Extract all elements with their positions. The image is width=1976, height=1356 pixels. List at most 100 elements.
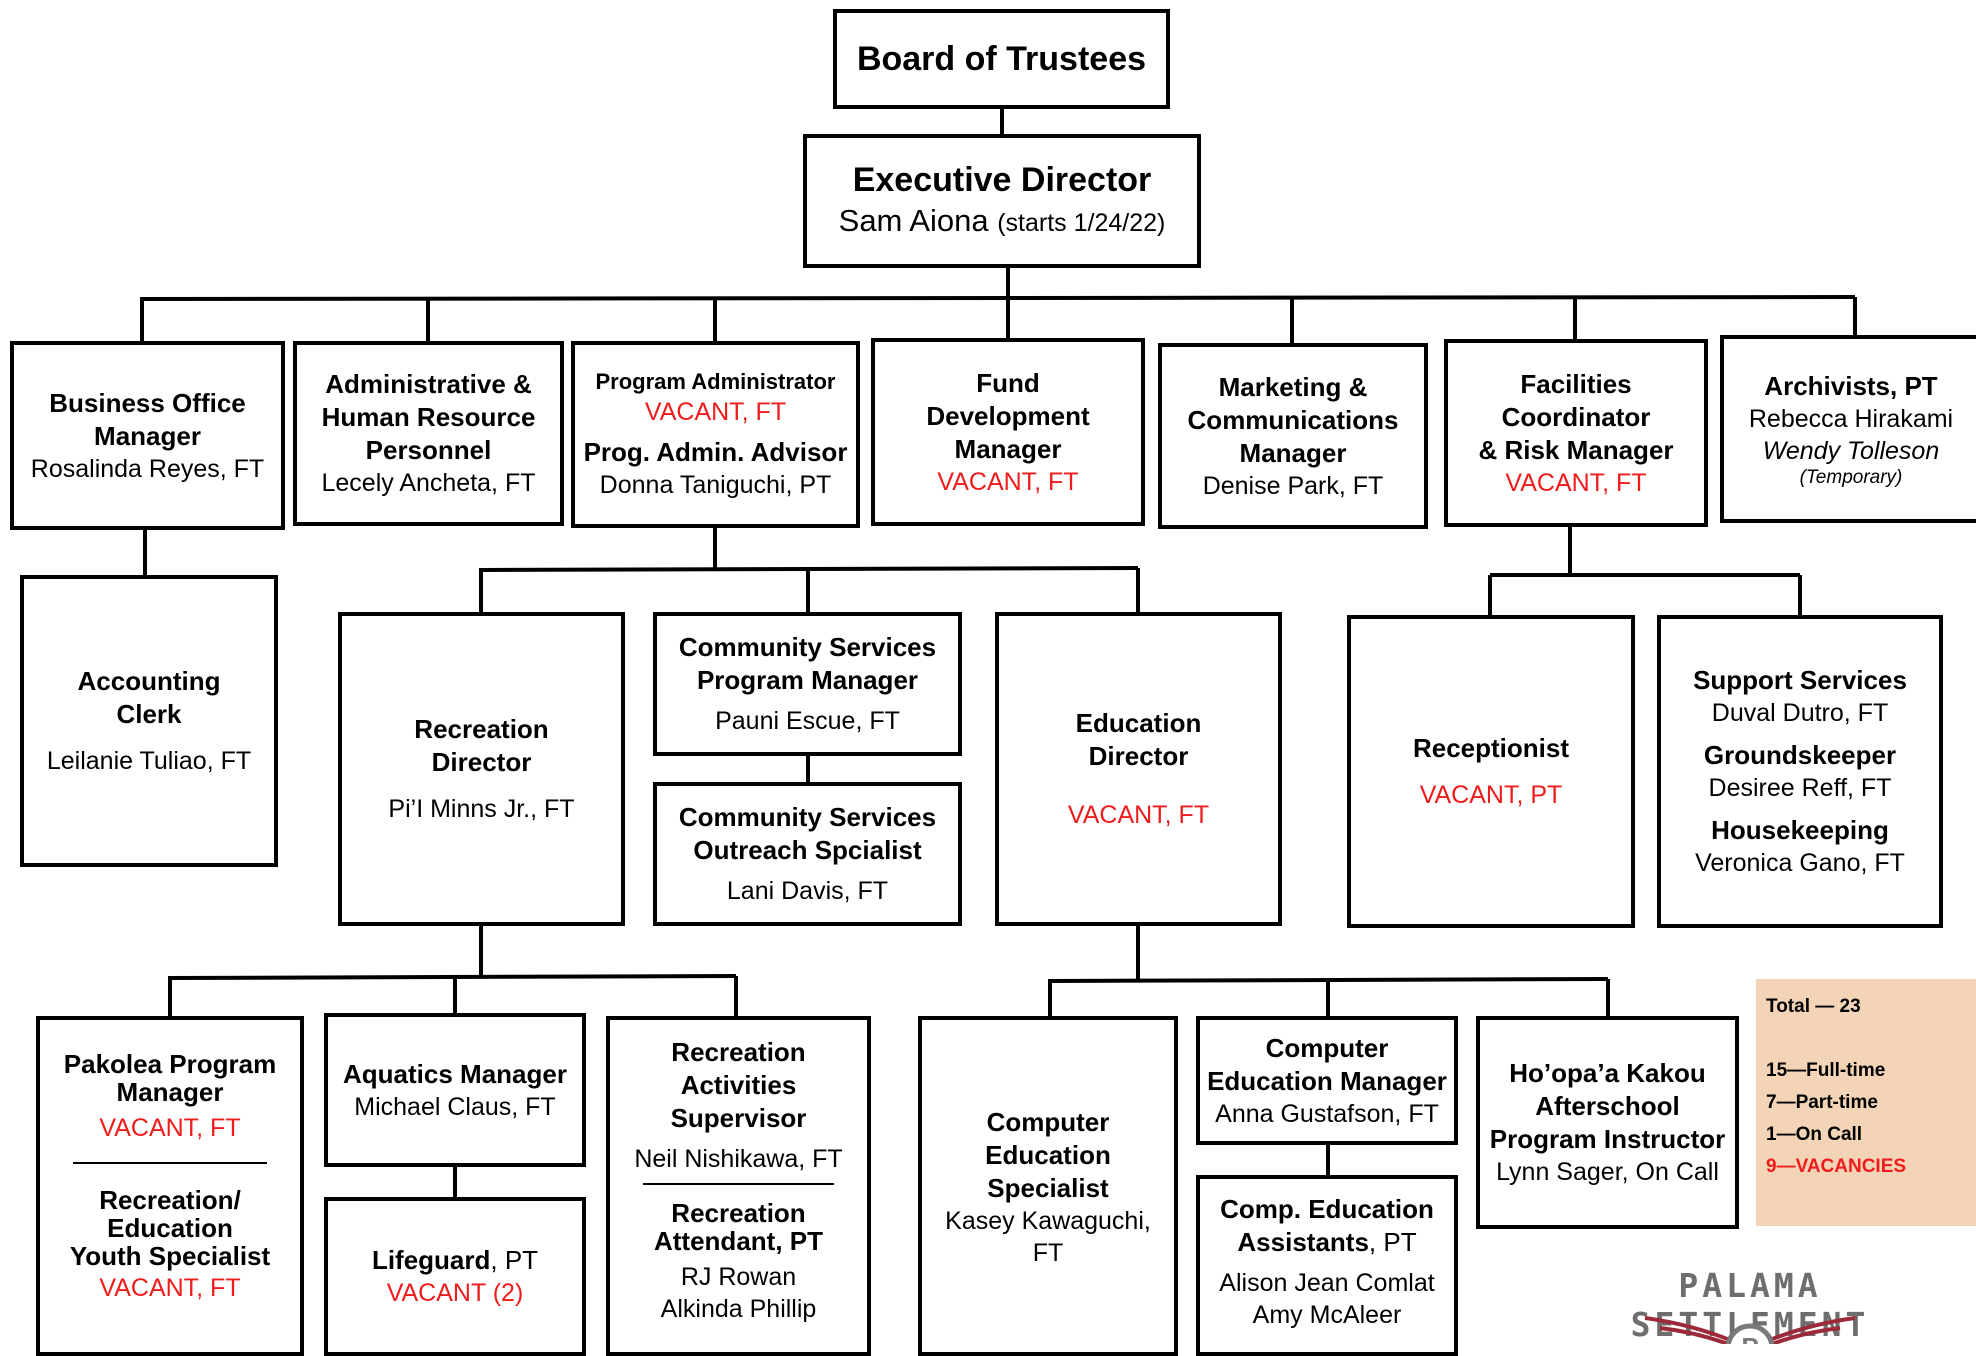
cs-outreach-name: Lani Davis, FT: [726, 877, 889, 905]
facilities-status: VACANT, FT: [1505, 468, 1647, 497]
education-dir-status: VACANT, FT: [1067, 801, 1210, 829]
aquatics-title: Aquatics Manager: [343, 1058, 567, 1089]
accounting-clerk-box: Accounting Clerk Leilanie Tuliao, FT: [20, 575, 278, 867]
comp-assistants-name-2: Amy McAleer: [1252, 1301, 1402, 1329]
recreation-dir-title-1: Recreation: [414, 714, 549, 744]
receptionist-title: Receptionist: [1412, 733, 1570, 763]
archivists-note: (Temporary): [1799, 466, 1903, 488]
archivists-box: Archivists, PT Rebecca Hirakami Wendy To…: [1720, 335, 1976, 523]
admin-hr-name: Lecely Ancheta, FT: [321, 469, 536, 497]
accounting-title-1: Accounting: [77, 666, 221, 696]
pakolea-title-3: Recreation/: [99, 1185, 241, 1215]
archivists-title: Archivists, PT: [1764, 370, 1938, 401]
rec-activities-title-2: Activities: [680, 1070, 797, 1100]
lifeguard-suffix: , PT: [490, 1245, 539, 1275]
aquatics-name: Michael Claus, FT: [354, 1092, 556, 1121]
exec-name: Sam Aiona: [838, 203, 989, 238]
education-director-box: Education Director VACANT, FT: [995, 612, 1282, 926]
comp-assistants-title-line: Assistants, PT: [1237, 1226, 1416, 1259]
rec-activities-title-1: Recreation: [671, 1037, 806, 1067]
lifeguard-status: VACANT (2): [386, 1279, 524, 1307]
support-title-1: Support Services: [1693, 665, 1907, 695]
comp-specialist-name-2: FT: [1032, 1239, 1064, 1267]
hoopa-kakou-box: Ho’opa’a Kakou Afterschool Program Instr…: [1476, 1016, 1739, 1229]
comp-manager-title-1: Computer: [1265, 1032, 1389, 1063]
totals-part-time: 7—Part-time: [1766, 1092, 1878, 1113]
rec-activities-name: Neil Nishikawa, FT: [634, 1145, 843, 1173]
board-of-trustees-box: Board of Trustees: [833, 9, 1170, 109]
pakolea-status-1: VACANT, FT: [99, 1114, 241, 1142]
cs-manager-name: Pauni Escue, FT: [715, 707, 900, 735]
program-advisor-name: Donna Taniguchi, PT: [599, 471, 832, 499]
accounting-name: Leilanie Tuliao, FT: [46, 747, 252, 775]
support-name-1: Duval Dutro, FT: [1711, 699, 1889, 727]
program-admin-title: Program Administrator: [595, 369, 836, 394]
cs-outreach-title-2: Outreach Spcialist: [693, 835, 922, 865]
aquatics-manager-box: Aquatics Manager Michael Claus, FT: [324, 1013, 586, 1167]
support-name-2: Desiree Reff, FT: [1708, 774, 1892, 802]
computer-education-manager-box: Computer Education Manager Anna Gustafso…: [1196, 1016, 1458, 1145]
comp-assistants-suffix: , PT: [1368, 1227, 1417, 1257]
lifeguard-title: Lifeguard: [371, 1245, 491, 1275]
accounting-title-2: Clerk: [116, 699, 182, 729]
facilities-title-3: & Risk Manager: [1478, 434, 1674, 465]
totals-vacancies: 9—VACANCIES: [1766, 1156, 1907, 1177]
support-services-box: Support Services Duval Dutro, FT Grounds…: [1657, 615, 1943, 928]
divider: [73, 1162, 267, 1164]
admin-hr-title-2: Human Resource: [321, 402, 536, 432]
pakolea-title-5: Youth Specialist: [69, 1241, 271, 1271]
recreation-activities-box: Recreation Activities Supervisor Neil Ni…: [606, 1016, 871, 1356]
exec-note: (starts 1/24/22): [997, 209, 1166, 237]
business-office-box: Business Office Manager Rosalinda Reyes,…: [10, 341, 285, 530]
lifeguard-title-line: Lifeguard, PT: [372, 1244, 538, 1277]
program-admin-box: Program Administrator VACANT, FT Prog. A…: [571, 341, 860, 528]
community-services-outreach-box: Community Services Outreach Spcialist La…: [653, 782, 962, 926]
winged-emblem-icon: P: [1644, 1316, 1856, 1344]
pakolea-title-2: Manager: [116, 1077, 224, 1107]
hoopa-title-2: Afterschool: [1535, 1091, 1680, 1121]
comp-assistants-name-1: Alison Jean Comlat: [1219, 1269, 1435, 1297]
pakolea-box: Pakolea Program Manager VACANT, FT Recre…: [36, 1016, 304, 1356]
facilities-title-2: Coordinator: [1501, 401, 1651, 432]
marketing-title-1: Marketing &: [1218, 371, 1368, 402]
business-title-1: Business Office: [49, 387, 246, 418]
facilities-box: Facilities Coordinator & Risk Manager VA…: [1444, 339, 1708, 527]
palama-settlement-logo: PALAMA SETTLEMENT P: [1580, 1266, 1920, 1344]
rec-attendant-name-2: Alkinda Phillip: [660, 1295, 817, 1323]
rec-attendant-name-1: RJ Rowan: [680, 1263, 797, 1291]
pakolea-status-2: VACANT, FT: [99, 1274, 241, 1302]
fund-status: VACANT, FT: [937, 467, 1079, 496]
recreation-dir-title-2: Director: [431, 747, 532, 777]
rec-attendant-title-2: Attendant, PT: [654, 1226, 823, 1256]
business-title-2: Manager: [94, 420, 201, 451]
archivists-name-1: Rebecca Hirakami: [1748, 404, 1954, 433]
comp-assistants-title-1: Comp. Education: [1220, 1194, 1434, 1224]
marketing-title-3: Manager: [1239, 437, 1347, 468]
totals-full-time: 15—Full-time: [1766, 1060, 1886, 1081]
fund-development-box: Fund Development Manager VACANT, FT: [871, 338, 1145, 526]
cs-outreach-title-1: Community Services: [678, 802, 937, 832]
admin-hr-title-3: Personnel: [365, 435, 492, 465]
rec-attendant-title-1: Recreation: [671, 1198, 806, 1228]
totals-on-call: 1—On Call: [1766, 1124, 1863, 1145]
comp-specialist-name-1: Kasey Kawaguchi,: [945, 1207, 1151, 1235]
admin-hr-box: Administrative & Human Resource Personne…: [293, 341, 564, 526]
exec-name-line: Sam Aiona (starts 1/24/22): [839, 201, 1166, 243]
receptionist-status: VACANT, PT: [1419, 781, 1563, 809]
executive-director-box: Executive Director Sam Aiona (starts 1/2…: [803, 134, 1201, 268]
comp-manager-title-2: Education Manager: [1207, 1065, 1447, 1096]
lifeguard-box: Lifeguard, PT VACANT (2): [324, 1197, 586, 1356]
hoopa-title-1: Ho’opa’a Kakou: [1509, 1058, 1706, 1088]
hoopa-name: Lynn Sager, On Call: [1496, 1158, 1719, 1186]
staff-totals-panel: Total — 23 15—Full-time 7—Part-time 1—On…: [1756, 979, 1976, 1226]
marketing-title-2: Communications: [1187, 404, 1399, 435]
exec-title: Executive Director: [852, 161, 1152, 199]
fund-title-3: Manager: [954, 433, 1062, 464]
divider: [642, 1183, 835, 1185]
recreation-dir-name: Pi’I Minns Jr., FT: [388, 795, 575, 823]
pakolea-title-4: Education: [107, 1213, 233, 1243]
support-title-2: Groundskeeper: [1703, 740, 1897, 770]
support-title-3: Housekeeping: [1711, 815, 1889, 845]
community-services-manager-box: Community Services Program Manager Pauni…: [653, 612, 962, 756]
